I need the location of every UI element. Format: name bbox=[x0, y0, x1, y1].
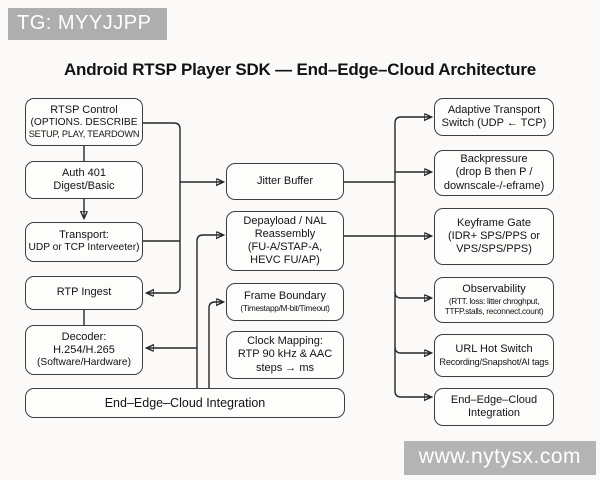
node-line: Backpressure bbox=[460, 153, 528, 166]
edge-trunk-a bbox=[143, 122, 181, 293]
node-auth-401: Auth 401 Digest/Basic bbox=[25, 161, 143, 199]
node-line: Decoder: bbox=[61, 330, 107, 343]
node-backpressure: Backpressure (drop B then P / downscale-… bbox=[434, 150, 554, 196]
node-clock-mapping: Clock Mapping: RTP 90 kHz & AAC steps → … bbox=[226, 331, 344, 379]
node-line: HEVC FU/AP) bbox=[250, 254, 320, 267]
node-line: (IDR+ SPS/PPS or bbox=[447, 229, 540, 242]
node-line: (Software/Hardware) bbox=[37, 357, 131, 369]
edge-to-integration-right bbox=[394, 390, 431, 397]
node-integration-right: End–Edge–Cloud Integration bbox=[434, 388, 554, 426]
telegram-watermark-badge: TG: MYYJJPP bbox=[8, 8, 168, 40]
edge-to-observability bbox=[394, 291, 431, 298]
node-line: End–Edge–Cloud Integration bbox=[104, 395, 266, 410]
node-adaptive-transport-switch: Adaptive Transport Switch (UDP ← TCP) bbox=[434, 98, 554, 136]
node-line: Reassembly bbox=[254, 227, 316, 240]
node-rtsp-control: RTSP Control (OPTIONS. DESCRIBE SETUP, P… bbox=[25, 98, 143, 146]
node-line: VPS/SPS/PPS) bbox=[456, 243, 532, 256]
node-depayload-nal: Depayload / NAL Reassembly (FU-A/STAP-A,… bbox=[226, 211, 344, 271]
node-line: URL Hot Switch bbox=[455, 343, 533, 356]
node-line: UDP or TCP Interveeter) bbox=[28, 242, 140, 254]
node-line: Transport: bbox=[59, 229, 109, 242]
node-line: End–Edge–Cloud bbox=[450, 393, 538, 406]
node-line: H.254/H.265 bbox=[53, 343, 115, 356]
edge-trunk-c bbox=[208, 302, 223, 388]
node-keyframe-gate: Keyframe Gate (IDR+ SPS/PPS or VPS/SPS/P… bbox=[434, 208, 554, 265]
node-line: (OPTIONS. DESCRIBE bbox=[30, 116, 138, 128]
node-line: Integration bbox=[468, 407, 520, 419]
node-line: Keyframe Gate bbox=[457, 216, 531, 229]
website-watermark-badge: www.nytysx.com bbox=[403, 441, 596, 475]
diagram-title: Android RTSP Player SDK — End–Edge–Cloud… bbox=[63, 60, 537, 79]
node-line: Depayload / NAL bbox=[243, 214, 327, 227]
node-line: (RTT. loss: litter chroghput, bbox=[448, 295, 540, 306]
node-line: RTP 90 kHz & AAC bbox=[237, 348, 333, 361]
node-observability: Observability (RTT. loss: litter chroghp… bbox=[434, 277, 554, 323]
edge-to-adaptive bbox=[394, 117, 431, 124]
node-jitter-buffer: Jitter Buffer bbox=[226, 163, 344, 200]
node-line: steps → ms bbox=[255, 361, 315, 374]
node-integration-bottom: End–Edge–Cloud Integration bbox=[25, 388, 345, 418]
node-line: (Timestapp/M-bit/Timeout) bbox=[240, 302, 330, 313]
node-line: SETUP, PLAY, TEARDOWN bbox=[28, 129, 140, 140]
node-line: Frame Boundary bbox=[244, 290, 326, 303]
node-line: (drop B then P / bbox=[455, 166, 533, 179]
node-line: TTFP.stalls, reconnect.count) bbox=[444, 305, 544, 316]
node-url-hot-switch: URL Hot Switch Recording/Snapshot/AI tag… bbox=[434, 334, 554, 377]
node-line: Jitter Buffer bbox=[256, 174, 314, 187]
edge-to-url-switch bbox=[394, 346, 431, 353]
node-line: Switch (UDP ← TCP) bbox=[441, 117, 547, 129]
node-line: Recording/Snapshot/AI tags bbox=[439, 356, 549, 367]
node-line: (FU-A/STAP-A, bbox=[247, 241, 323, 253]
node-transport: Transport: UDP or TCP Interveeter) bbox=[25, 222, 143, 262]
node-rtp-ingest: RTP Ingest bbox=[25, 276, 143, 310]
node-line: RTSP Control bbox=[50, 103, 118, 116]
node-line: Adaptive Transport bbox=[447, 103, 541, 116]
node-line: downscale-/-eframe) bbox=[443, 179, 545, 192]
node-line: Clock Mapping: bbox=[247, 335, 323, 348]
node-line: Digest/Basic bbox=[53, 180, 115, 192]
node-line: Auth 401 bbox=[61, 166, 107, 179]
node-frame-boundary: Frame Boundary (Timestapp/M-bit/Timeout) bbox=[226, 283, 344, 321]
node-line: RTP Ingest bbox=[56, 286, 112, 299]
edge-trunk-b bbox=[196, 235, 223, 388]
node-line: Observability bbox=[462, 283, 526, 296]
node-decoder: Decoder: H.254/H.265 (Software/Hardware) bbox=[25, 325, 143, 375]
